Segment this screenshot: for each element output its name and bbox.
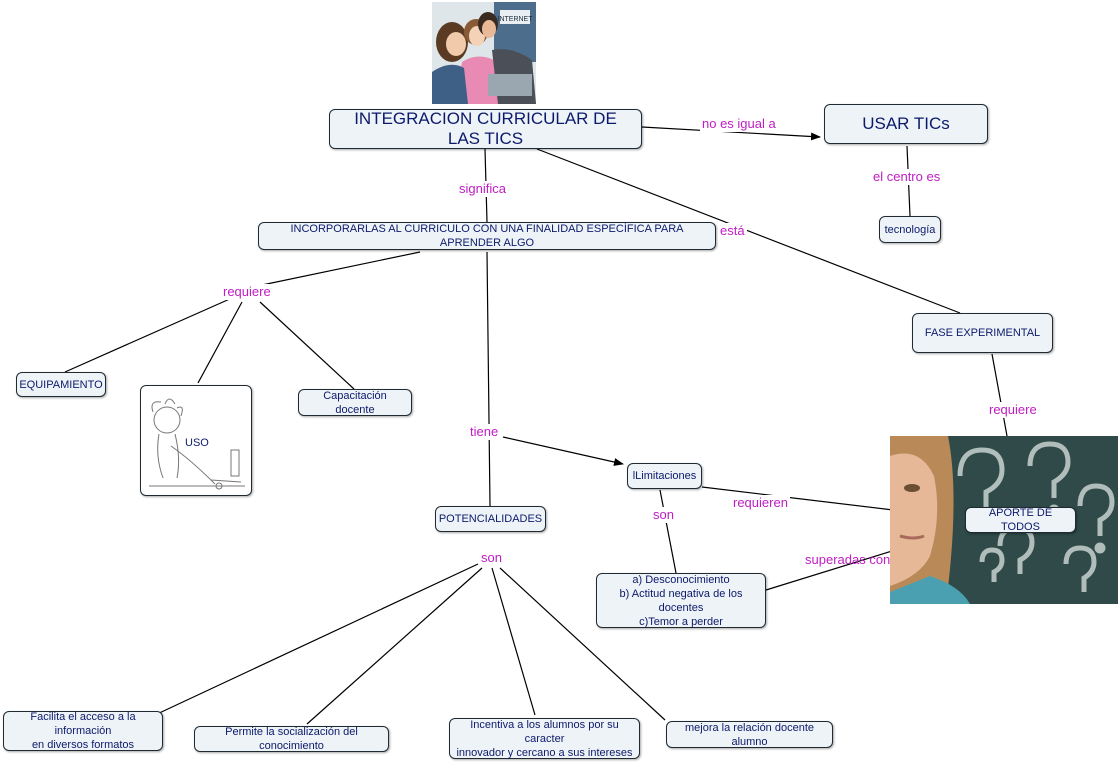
node-desconocimiento[interactable]: a) Desconocimiento b) Actitud negativa d… — [596, 573, 766, 628]
node-equipamiento[interactable]: EQUIPAMIENTO — [16, 372, 106, 397]
node-tecnologia-label: tecnología — [884, 223, 936, 236]
node-desconocimiento-line-2: b) Actitud negativa de los docentes — [619, 587, 743, 614]
link-label-esta: está — [718, 223, 747, 239]
node-uso[interactable]: USO — [140, 385, 252, 496]
node-potencialidades-label: POTENCIALIDADES — [438, 513, 543, 525]
line-son-to-mejora — [499, 567, 666, 721]
node-tecnologia[interactable]: tecnología — [879, 216, 941, 243]
node-incorporarlas[interactable]: INCORPORARLAS AL CURRICULO CON UNA FINAL… — [258, 222, 716, 250]
line-requiere-to-capacitacion — [259, 301, 355, 390]
node-desconocimiento-line-3: c)Temor a perder — [639, 615, 723, 628]
link-label-significa: significa — [457, 181, 508, 197]
link-label-tiene: tiene — [468, 424, 501, 440]
node-integracion-curricular[interactable]: INTEGRACION CURRICULAR DE LAS TICS — [329, 109, 642, 149]
line-son-to-incentiva — [491, 567, 536, 716]
link-label-no-es-igual-a: no es igual a — [700, 116, 778, 132]
link-label-el-centro-es: el centro es — [871, 169, 943, 185]
internet-sign-text: INTERNET — [498, 16, 534, 23]
line-limitaciones-to-desconocimiento — [659, 489, 677, 574]
line-main-to-fase — [536, 148, 961, 314]
line-son-to-facilita — [154, 563, 479, 716]
node-permite-socializacion[interactable]: Permite la socialización del conocimient… — [194, 726, 389, 752]
node-capacitacion-docente[interactable]: Capacitación docente — [298, 389, 412, 416]
node-facilita-line-1: Facilita el acceso a la información — [30, 711, 136, 737]
node-aporte-de-todos-label: APORTE DE TODOS — [988, 507, 1053, 533]
line-son-to-permite — [306, 567, 483, 725]
node-integracion-curricular-label: INTEGRACION CURRICULAR DE LAS TICS — [354, 109, 617, 148]
node-incorporarlas-label: INCORPORARLAS AL CURRICULO CON UNA FINAL… — [290, 223, 684, 249]
node-limitaciones-label: lLimitaciones — [632, 470, 697, 482]
line-requiere-to-equipamiento — [64, 297, 233, 373]
node-mejora-relacion[interactable]: mejora la relación docente alumno — [666, 721, 833, 748]
link-label-superadas-con: superadas con — [805, 552, 891, 567]
family-photo: INTERNET — [432, 2, 536, 104]
node-limitaciones[interactable]: lLimitaciones — [627, 463, 702, 489]
node-desconocimiento-line-1: a) Desconocimiento — [632, 573, 730, 586]
node-facilita-line-2: en diversos formatos — [31, 739, 135, 751]
child-computer-sketch — [149, 398, 245, 490]
link-label-requiere-1: requiere — [221, 284, 273, 300]
line-main-to-usar — [641, 126, 821, 141]
node-incentiva-alumnos[interactable]: Incentiva a los alumnos por su caracter … — [449, 718, 640, 759]
node-incentiva-line-1: Incentiva a los alumnos por su caracter — [470, 718, 619, 745]
link-label-son-2: son — [479, 550, 504, 566]
node-fase-experimental[interactable]: FASE EXPERIMENTAL — [912, 313, 1053, 353]
link-label-requieren: requieren — [731, 495, 790, 511]
node-mejora-relacion-label: mejora la relación docente alumno — [684, 721, 815, 748]
link-label-son-1: son — [651, 507, 676, 523]
node-usar-tics[interactable]: USAR TICs — [824, 104, 988, 144]
node-permite-socializacion-label: Permite la socialización del conocimient… — [225, 726, 358, 752]
node-fase-experimental-label: FASE EXPERIMENTAL — [924, 327, 1041, 339]
line-incorporarlas-to-requiere — [261, 251, 421, 286]
line-incorporarlas-to-potencialidades — [486, 251, 491, 507]
node-capacitacion-docente-label: Capacitación docente — [323, 389, 387, 416]
node-incentiva-line-2: innovador y cercano a sus intereses — [456, 746, 633, 759]
node-usar-tics-label: USAR TICs — [862, 114, 950, 133]
line-tiene-to-limitaciones — [502, 436, 624, 466]
link-label-requiere-2: requiere — [987, 402, 1039, 418]
node-uso-label: USO — [185, 437, 209, 449]
node-facilita-acceso[interactable]: Facilita el acceso a la información en d… — [3, 711, 163, 751]
node-potencialidades[interactable]: POTENCIALIDADES — [435, 506, 546, 532]
node-aporte-de-todos[interactable]: APORTE DE TODOS — [965, 507, 1076, 533]
line-requiere-to-uso — [197, 301, 243, 384]
node-equipamiento-label: EQUIPAMIENTO — [19, 378, 103, 391]
